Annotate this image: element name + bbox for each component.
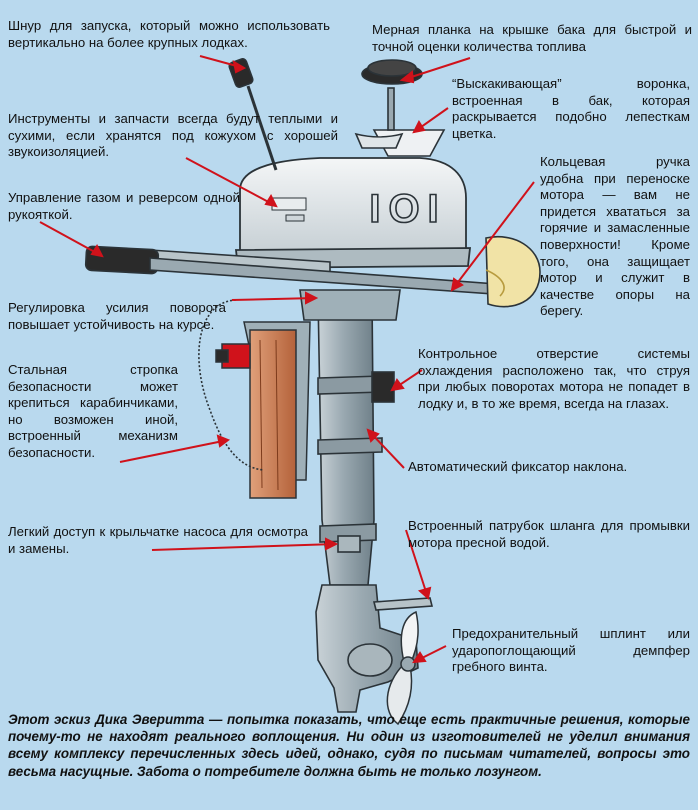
arrow-ring-handle [450, 181, 535, 292]
label-flush-fitting: Встроенный патрубок шланга для промывки … [408, 518, 690, 550]
arrow-start-cord [199, 55, 247, 74]
label-start-cord: Шнур для запуска, который можно использо… [8, 18, 330, 50]
leader-lines [39, 55, 535, 664]
label-tilt-lock: Автоматический фиксатор наклона. [408, 459, 628, 474]
label-cooling-hole: Контрольное отверстие системы охлаждения… [418, 346, 690, 411]
label-tools-spares: Инструменты и запчасти всегда будут тепл… [8, 111, 338, 160]
figure-caption: Этот эскиз Дика Эверитта — попытка показ… [8, 712, 690, 779]
label-throttle: Управление газом и реверсом одной рукоят… [8, 190, 240, 222]
shaft-housing [299, 289, 434, 713]
label-safety-strap: Стальная стропка безопасности может креп… [8, 362, 178, 460]
engine-cowl: IOI [234, 157, 472, 269]
cowl-marking: IOI [369, 187, 446, 231]
fuel-tank-top [354, 59, 446, 157]
propeller [386, 610, 419, 726]
label-shear-pin: Предохранительный шплинт или ударопоглощ… [452, 626, 690, 675]
safety-strap [198, 299, 265, 471]
arrow-cooling [390, 369, 423, 392]
label-funnel: “Выскакивающая” воронка, встроенная в ба… [452, 76, 690, 141]
arrow-fuel-gauge [399, 57, 471, 84]
label-fuel-gauge: Мерная планка на крышке бака для быстрой… [372, 22, 692, 54]
arrow-shear-pin [412, 645, 447, 664]
arrow-safety-strap [119, 434, 231, 463]
arrow-tilt-lock [366, 428, 405, 469]
arrow-tools [185, 157, 278, 208]
arrow-impeller [151, 537, 339, 551]
arrow-throttle [39, 221, 104, 258]
arrow-flush [405, 529, 432, 600]
arrow-funnel [412, 107, 449, 134]
label-steering: Регулировка усилия поворота повышает уст… [8, 300, 226, 332]
arrow-steering [231, 291, 319, 305]
label-ring-handle: Кольцевая ручка удобна при переноске мот… [540, 154, 690, 319]
label-impeller: Легкий доступ к крыльчатке насоса для ос… [8, 524, 308, 556]
ring-handle [149, 236, 541, 308]
transom-clamp [215, 321, 311, 499]
